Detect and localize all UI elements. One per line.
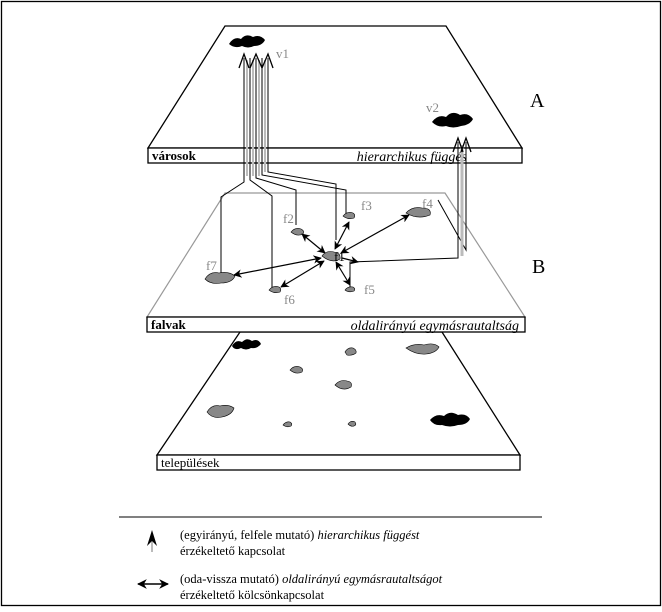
village-f6 bbox=[268, 286, 282, 293]
link-f1-f5 bbox=[335, 261, 351, 286]
legend-up: (egyirányú, felfele mutató) hierarchikus… bbox=[147, 528, 420, 558]
legend-up-line1: (egyirányú, felfele mutató) hierarchikus… bbox=[180, 528, 420, 542]
village-icon bbox=[347, 421, 357, 427]
legend-both-line2: érzékeltető kölcsönkapcsolat bbox=[180, 588, 325, 602]
plane-settlements: települések bbox=[155, 331, 522, 471]
link-f7-v1 bbox=[220, 58, 245, 274]
legend-up-line2: érzékeltető kapcsolat bbox=[180, 544, 286, 558]
city-icon bbox=[232, 339, 261, 350]
village-f1 bbox=[321, 251, 341, 262]
legend-both: (oda-vissza mutató) oldalirányú egymásra… bbox=[137, 572, 443, 602]
city-icon-v2 bbox=[432, 112, 473, 128]
plane-cities-caption: hierarchikus függés bbox=[357, 150, 468, 165]
arrow-up-icon bbox=[261, 52, 274, 69]
village-f2 bbox=[290, 228, 304, 236]
plane-cities: városok hierarchikus függés A bbox=[146, 25, 545, 165]
plane-letter-a: A bbox=[530, 90, 545, 112]
link-f1-east bbox=[341, 256, 359, 265]
village-icon bbox=[206, 405, 235, 418]
node-label-f6: f6 bbox=[284, 292, 295, 307]
village-f4 bbox=[405, 207, 431, 218]
lateral-links bbox=[233, 214, 410, 288]
node-label-v1: v1 bbox=[276, 46, 289, 61]
village-icon bbox=[344, 347, 357, 356]
node-label-f7: f7 bbox=[206, 258, 217, 273]
node-label-v2: v2 bbox=[426, 100, 439, 115]
node-label-f3: f3 bbox=[361, 198, 372, 213]
link-f1-f4 bbox=[340, 214, 410, 254]
legend-both-line1: (oda-vissza mutató) oldalirányú egymásra… bbox=[180, 572, 443, 586]
plane-villages-label: falvak bbox=[151, 317, 186, 332]
village-icon bbox=[405, 343, 440, 355]
village-icon bbox=[289, 366, 303, 374]
link-f6-v1 bbox=[249, 58, 273, 290]
village-icon bbox=[282, 421, 293, 428]
arrow-up-icon bbox=[460, 136, 472, 153]
plane-cities-label: városok bbox=[152, 148, 197, 163]
plane-villages-caption: oldalirányú egymásrautaltság bbox=[351, 319, 519, 334]
village-icon bbox=[334, 380, 352, 390]
city-icon bbox=[430, 412, 470, 427]
link-f2-v1 bbox=[255, 58, 297, 225]
link-f1-f2 bbox=[301, 233, 326, 254]
city-icon-v1 bbox=[229, 35, 265, 48]
node-label-f1: f1 bbox=[334, 249, 345, 264]
node-label-f2: f2 bbox=[283, 211, 294, 226]
arrow-up-icon bbox=[452, 136, 464, 153]
link-f1-f7 bbox=[233, 255, 322, 278]
link-f3-v1 bbox=[261, 58, 347, 214]
link-f1-v1 bbox=[267, 58, 337, 240]
plane-settlements-label: települések bbox=[161, 455, 220, 470]
node-label-f5: f5 bbox=[364, 282, 375, 297]
arrow-up-icon bbox=[249, 52, 263, 69]
plane-letter-b: B bbox=[532, 256, 545, 278]
node-label-f4: f4 bbox=[422, 196, 433, 211]
hierarchy-arrow-icon bbox=[147, 530, 157, 546]
arrow-up-icon bbox=[238, 52, 250, 69]
village-f5 bbox=[344, 286, 356, 293]
